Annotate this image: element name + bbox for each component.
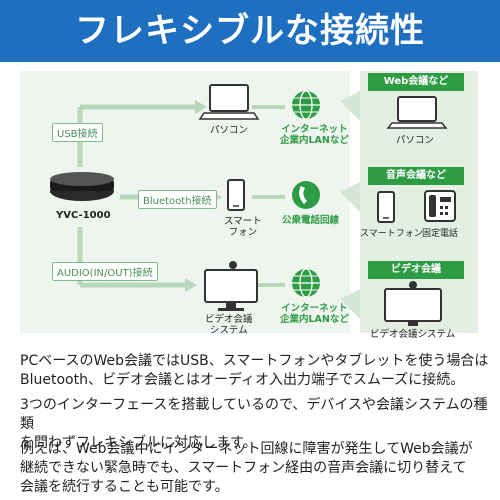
paragraph-1-line1: PCベースのWeb会議ではUSB、スマートフォンやタブレットを使う場合は <box>20 353 489 369</box>
vc-label-line1: ビデオ会議 <box>205 314 253 325</box>
video-system-icon <box>384 281 442 326</box>
paragraph-2: 3つのインターフェースを搭載しているので、デバイスや会議システムの種類 を問わず… <box>20 396 490 453</box>
network-label-internet-top: インターネット 企業内LANなど <box>280 124 349 147</box>
dest-audio-item-smartphone: スマートフォン <box>360 229 423 239</box>
wedge-arrow-bottom <box>340 289 360 319</box>
paragraph-3: 例えば、Web会議中にインターネット回線に障害が発生してWeb会議が 継続できな… <box>20 440 490 497</box>
smartphone-label-line2: フォン <box>228 227 258 239</box>
internet-top-line1: インターネット <box>281 124 348 135</box>
paragraph-1: PCベースのWeb会議ではUSB、スマートフォンやタブレットを使う場合は Blu… <box>20 352 490 390</box>
dest-audio-title: 音声会議など <box>368 167 464 185</box>
paragraph-2-line1: 3つのインターフェースを搭載しているので、デバイスや会議システムの種類 <box>20 397 488 432</box>
network-label-phone: 公衆電話回線 <box>282 215 340 226</box>
dest-web-item: パソコン <box>396 135 435 146</box>
usb-link-label: USB接続 <box>52 123 103 142</box>
vc-label: ビデオ会議 システム <box>205 314 253 337</box>
internet-bottom-line1: インターネット <box>281 303 348 314</box>
internet-top-line2: 企業内LANなど <box>280 135 349 147</box>
internet-bottom-line2: 企業内LANなど <box>280 314 349 326</box>
audio-arrowhead <box>185 278 197 292</box>
vc-label-line2: システム <box>209 325 248 337</box>
desk-phone-icon <box>424 190 456 222</box>
paragraph-3-line2: 継続できない緊急時でも、スマートフォン経由の音声会議に切り替えて <box>20 460 467 476</box>
paragraph-2-line2: を問わずフレキシブルに対応します。 <box>20 435 257 451</box>
network-label-internet-bottom: インターネット 企業内LANなど <box>280 303 349 326</box>
dest-audio-item-deskphone: 固定電話 <box>422 229 459 239</box>
bluetooth-link-label: Bluetooth接続 <box>138 190 217 209</box>
smartphone-label-line1: スマート <box>224 216 262 227</box>
smartphone-label: スマート フォン <box>224 216 262 239</box>
page-title: フレキシブルな接続性 <box>0 0 500 62</box>
laptop-icon <box>198 84 260 120</box>
laptop-icon <box>386 96 448 129</box>
device-name: YVC-1000 <box>56 210 111 221</box>
connection-diagram: USB接続 Bluetooth接続 AUDIO(IN/OUT)接続 YVC-10… <box>0 67 500 342</box>
usb-arrowhead <box>195 100 207 114</box>
diagram-graphics <box>20 71 478 333</box>
globe-icon <box>292 268 320 298</box>
wedge-arrow-top <box>340 91 360 121</box>
audio-link-label: AUDIO(IN/OUT)接続 <box>52 262 158 281</box>
smartphone-icon <box>227 179 245 211</box>
wedge-arrow-middle <box>340 182 360 212</box>
paragraph-3-line3: 会議を続行することも可能です。 <box>20 479 229 495</box>
globe-icon <box>292 90 320 120</box>
phone-handset-icon <box>292 181 320 209</box>
dest-web-title: Web会議など <box>368 73 464 91</box>
pc-label: パソコン <box>210 125 249 136</box>
paragraph-1-line2: Bluetooth、ビデオ会議とはオーディオ入出力端子でスムーズに接続。 <box>20 372 465 388</box>
paragraph-3-line1: 例えば、Web会議中にインターネット回線に障害が発生してWeb会議が <box>20 441 473 457</box>
speakerphone-icon <box>50 172 114 201</box>
smartphone-icon <box>377 191 395 223</box>
dest-video-item: ビデオ会議システム <box>370 329 456 340</box>
dest-video-title: ビデオ会議 <box>368 261 464 279</box>
video-system-icon <box>204 261 258 311</box>
